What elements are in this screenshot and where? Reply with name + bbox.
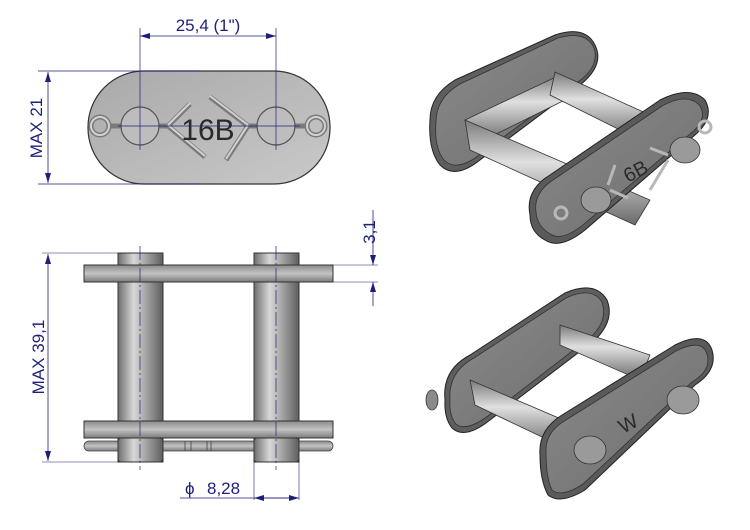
front-bottom-plate — [83, 420, 334, 439]
width-dimension-label: MAX 21 — [27, 98, 46, 158]
thickness-dimension-label: 3,1 — [360, 220, 379, 244]
top-view: 16B 25,4 (1") MAX 21 — [27, 16, 331, 185]
top-view-plate — [87, 70, 331, 185]
pitch-dimension-label: 25,4 (1") — [176, 16, 241, 35]
height-dimension-label: MAX 39,1 — [29, 320, 48, 395]
plate-marking-16b: 16B — [181, 114, 234, 147]
front-view: MAX 39,1 3,1 ϕ 8,28 — [29, 210, 379, 501]
iso-view-clip-side: 6B — [429, 31, 713, 244]
diameter-symbol: ϕ — [185, 479, 195, 498]
diameter-dimension-label: 8,28 — [207, 479, 240, 498]
front-top-plate — [83, 264, 334, 283]
iso-view-plain-side: W — [425, 287, 714, 500]
